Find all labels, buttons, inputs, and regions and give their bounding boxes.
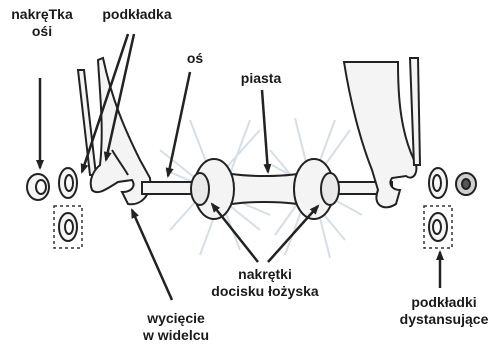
bearing-nut-left — [191, 173, 209, 205]
fork-blade-left — [78, 58, 150, 204]
spacer-washer-left — [59, 213, 77, 241]
label-nakretka-osi-line2: ośi — [2, 23, 82, 40]
label-wyciecie-w-widelcu: wycięcie w widelcu — [128, 310, 224, 344]
label-nakretki-docisku: nakrętki docisku łożyska — [200, 266, 330, 300]
label-nakretka-osi: nakręTka ośi — [2, 6, 82, 40]
spacer-washer-right — [429, 213, 447, 241]
label-wyciecie-line1: wycięcie — [128, 310, 224, 327]
label-podkladki-line2: dystansujące — [388, 311, 500, 328]
arrow-piasta — [262, 90, 268, 172]
axle-nut-left — [27, 174, 49, 200]
label-nakretki-line2: docisku łożyska — [200, 283, 330, 300]
label-nakretki-line1: nakrętki — [200, 266, 330, 283]
arrow-os — [168, 72, 190, 176]
label-nakretka-osi-line1: nakręTka — [2, 6, 82, 23]
label-podkladki-dystansujace: podkładki dystansujące — [388, 294, 500, 328]
label-podkladki-line1: podkładki — [388, 294, 500, 311]
label-os: oś — [180, 50, 210, 67]
label-piasta: piasta — [224, 70, 298, 87]
washer-right — [429, 168, 447, 198]
axle-nut-right — [456, 173, 476, 195]
washer-left — [59, 168, 77, 198]
label-wyciecie-line2: w widelcu — [128, 327, 224, 344]
arrow-nakretki-left — [212, 204, 258, 262]
label-podkladka: podkładka — [92, 6, 182, 23]
arrow-wyciecie — [132, 210, 172, 300]
bearing-nut-right — [321, 173, 339, 205]
